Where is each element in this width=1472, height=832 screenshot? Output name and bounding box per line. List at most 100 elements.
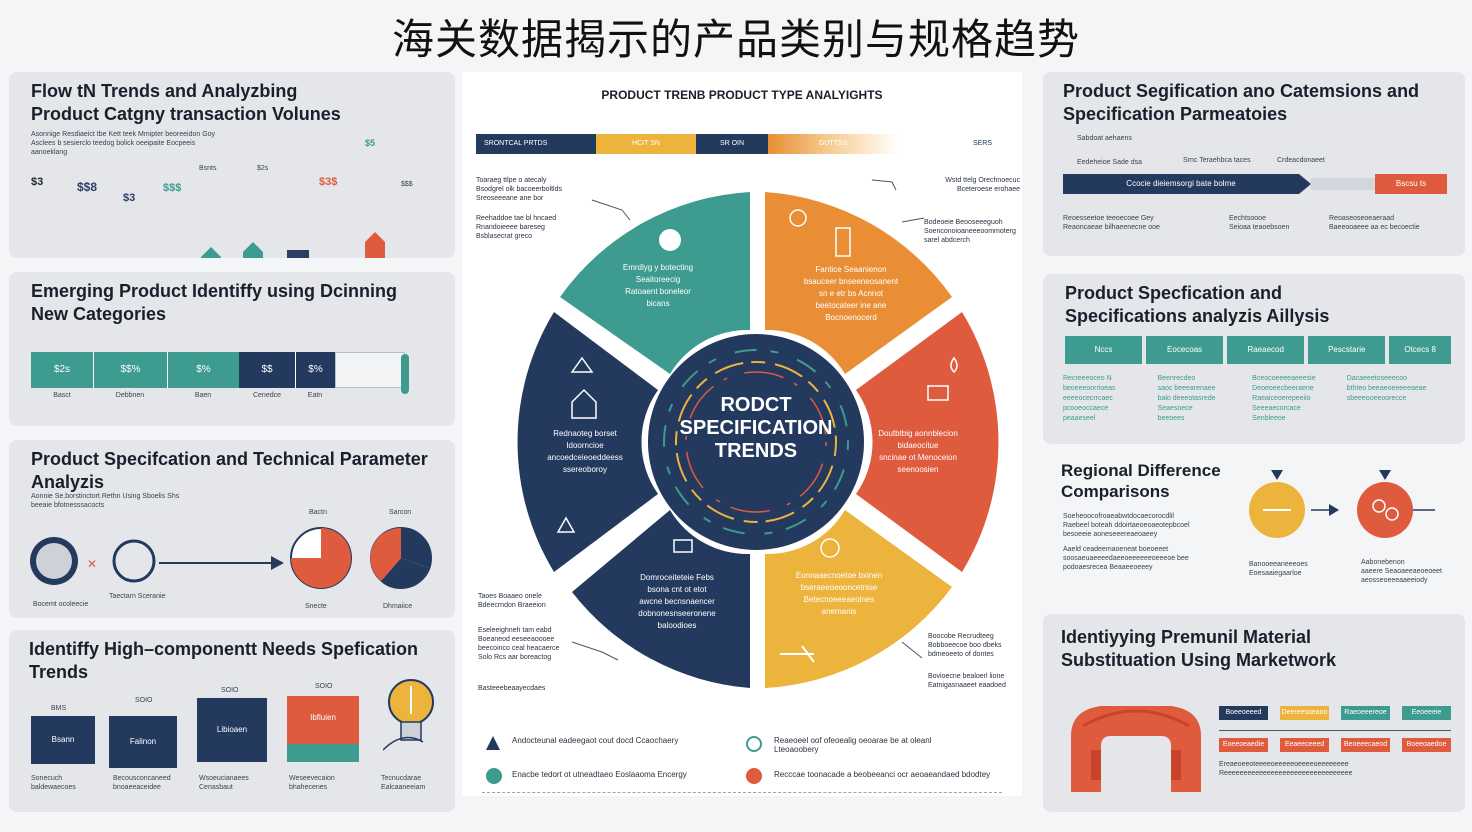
- wheel-icon-navy-left-2: [571, 388, 597, 419]
- highcomp-top-3: SOIO: [221, 687, 239, 694]
- material-top-chips: Boeeoeeed Deereesoeaoo Raeoeeereoe Eeoee…: [1219, 706, 1451, 720]
- specanalysis-tab-5: Otcecs 8: [1389, 336, 1451, 364]
- specanalysis-tab-3: Raeaecod: [1227, 336, 1305, 364]
- wheel-icon-yellow-2: [780, 645, 815, 663]
- emerging-cell-2: $$%: [93, 352, 167, 388]
- emerging-labels: Basct Debbnen Baen Cenedce Eatn: [31, 392, 341, 399]
- emerging-cells: $2s $$% $% $$ $%: [31, 352, 411, 388]
- emerging-cell-3: $%: [167, 352, 239, 388]
- dims-bar-arrow-icon: [1299, 174, 1311, 194]
- timeline-seg-4: GUTTSS: [768, 134, 898, 154]
- emerging-cell-4: $$: [239, 352, 295, 388]
- flow-bar-chart: [29, 152, 429, 258]
- specanalysis-tabs: Nccs Eocecoas Raeaecod Pescstarie Otcecs…: [1065, 336, 1451, 364]
- emerging-label-5: Eatn: [307, 392, 323, 399]
- hub-title: RODCT SPECIFICATION TRENDS: [679, 394, 833, 462]
- flow-bar-label-2: $2s: [257, 165, 269, 172]
- legend-item-4: Recccae toonacade a beobeeanci ocr aeoae…: [774, 770, 991, 779]
- wheel-icon-orange-2: [835, 227, 851, 257]
- material-bottom-chips: Eoeeoeaedie Eeaeeceeed Beoeeecaeod Boeeo…: [1219, 738, 1451, 752]
- center-heading: PRODUCT TRENB PRODUCT TYPE ANALYIGHTS: [601, 88, 883, 102]
- wheel-icon-navy-bottom: [673, 539, 693, 553]
- emerging-cell-1: $2s: [31, 352, 93, 388]
- highcomp-top-2: SOIO: [135, 697, 153, 704]
- emerging-label-2: Debbnen: [115, 392, 145, 399]
- emerging-cell-5: $%: [295, 352, 335, 388]
- legend-item-2: Reaeoeel oof ofeoealig oeoarae be at ole…: [774, 736, 932, 754]
- flow-label-5: $3$: [319, 176, 338, 188]
- legend-item-3: Enacbe tedort ot utneadtaeo Eoslaaoma En…: [512, 770, 687, 779]
- highcomp-foot-4: Weseevecaion bhahecenes: [289, 775, 335, 791]
- techspec-foot-4: Dhmaiice: [383, 603, 413, 610]
- material-connector: [1219, 730, 1451, 731]
- material-bot-chip-2: Eeaeeceeed: [1280, 738, 1329, 752]
- techspec-circle-2: [112, 539, 156, 583]
- regional-marker-icon-2: [1379, 470, 1391, 480]
- wheel-icon-yellow: [820, 538, 840, 558]
- wheel-icon-navy-left-3: [556, 516, 576, 533]
- regional-marker-icon-1: [1271, 470, 1283, 480]
- emerging-label-3: Baen: [194, 392, 212, 399]
- wheel-icon-red-2: [927, 385, 949, 401]
- highcomp-bar-3: Libioaen: [197, 698, 267, 762]
- highcomp-foot-2: Becousconcaneed bnoaeeaceidee: [113, 775, 171, 791]
- center-infographic: PRODUCT TRENB PRODUCT TYPE ANALYIGHTS SR…: [462, 72, 1022, 796]
- wheel-seg-navy-left: [517, 312, 658, 572]
- techspec-pie-label-2: Sarcon: [389, 509, 412, 516]
- techspec-foot-3: Snecte: [305, 603, 327, 610]
- material-bot-chip-1: Eoeeoeaedie: [1219, 738, 1268, 752]
- techspec-pie-label-1: Bactn: [309, 509, 327, 516]
- emerging-cell-6: [335, 352, 405, 388]
- highcomp-top-4: SOIO: [315, 683, 333, 690]
- legend-dot-icon-1: [486, 768, 502, 784]
- flow-label-3: $3: [123, 192, 136, 204]
- dims-note-3: Crdeacdonaeet: [1277, 157, 1325, 164]
- timeline-seg-2: HCIT SN: [596, 134, 696, 154]
- material-top-chip-3: Raeoeeereoe: [1341, 706, 1390, 720]
- highcomp-bar-1: Bsann: [31, 716, 95, 764]
- wheel-seg-orange: [765, 192, 952, 374]
- material-top-chip-1: Boeeoeeed: [1219, 706, 1268, 720]
- lightbulb-icon: [383, 679, 434, 751]
- panel-techspec: Product Specifcation and Technical Param…: [9, 440, 455, 618]
- emerging-test-tube-icon: [401, 354, 409, 394]
- dims-top-note: Sabdoat aehaens: [1077, 135, 1132, 142]
- dims-note-2: Srnc Teraehbca taces: [1183, 157, 1251, 164]
- flow-bar-6: [243, 242, 263, 258]
- flow-bar-label-1: Bsnts: [199, 165, 217, 172]
- timeline-bar: SRONTCAL PRTDS HCIT SN SR OIN GUTTSS SER…: [476, 134, 996, 154]
- flow-bar-7: [287, 250, 309, 258]
- material-top-chip-4: Eeoeeeie: [1402, 706, 1451, 720]
- regional-arrow-icon: [1329, 504, 1339, 516]
- timeline-seg-5: SERS: [972, 140, 992, 147]
- highcomp-foot-3: Wsoeucianaees Cenasbaut: [199, 775, 249, 791]
- page-title: 海关数据揭示的产品类别与规格趋势: [391, 15, 1080, 64]
- wheel-hub: [648, 334, 864, 550]
- emerging-label-4: Cenedce: [252, 392, 282, 399]
- flow-bar-label-3: $$$: [401, 181, 413, 188]
- flow-label-2: $$8: [77, 180, 98, 194]
- panel-techspec-title: Product Specifcation and Technical Param…: [31, 449, 428, 492]
